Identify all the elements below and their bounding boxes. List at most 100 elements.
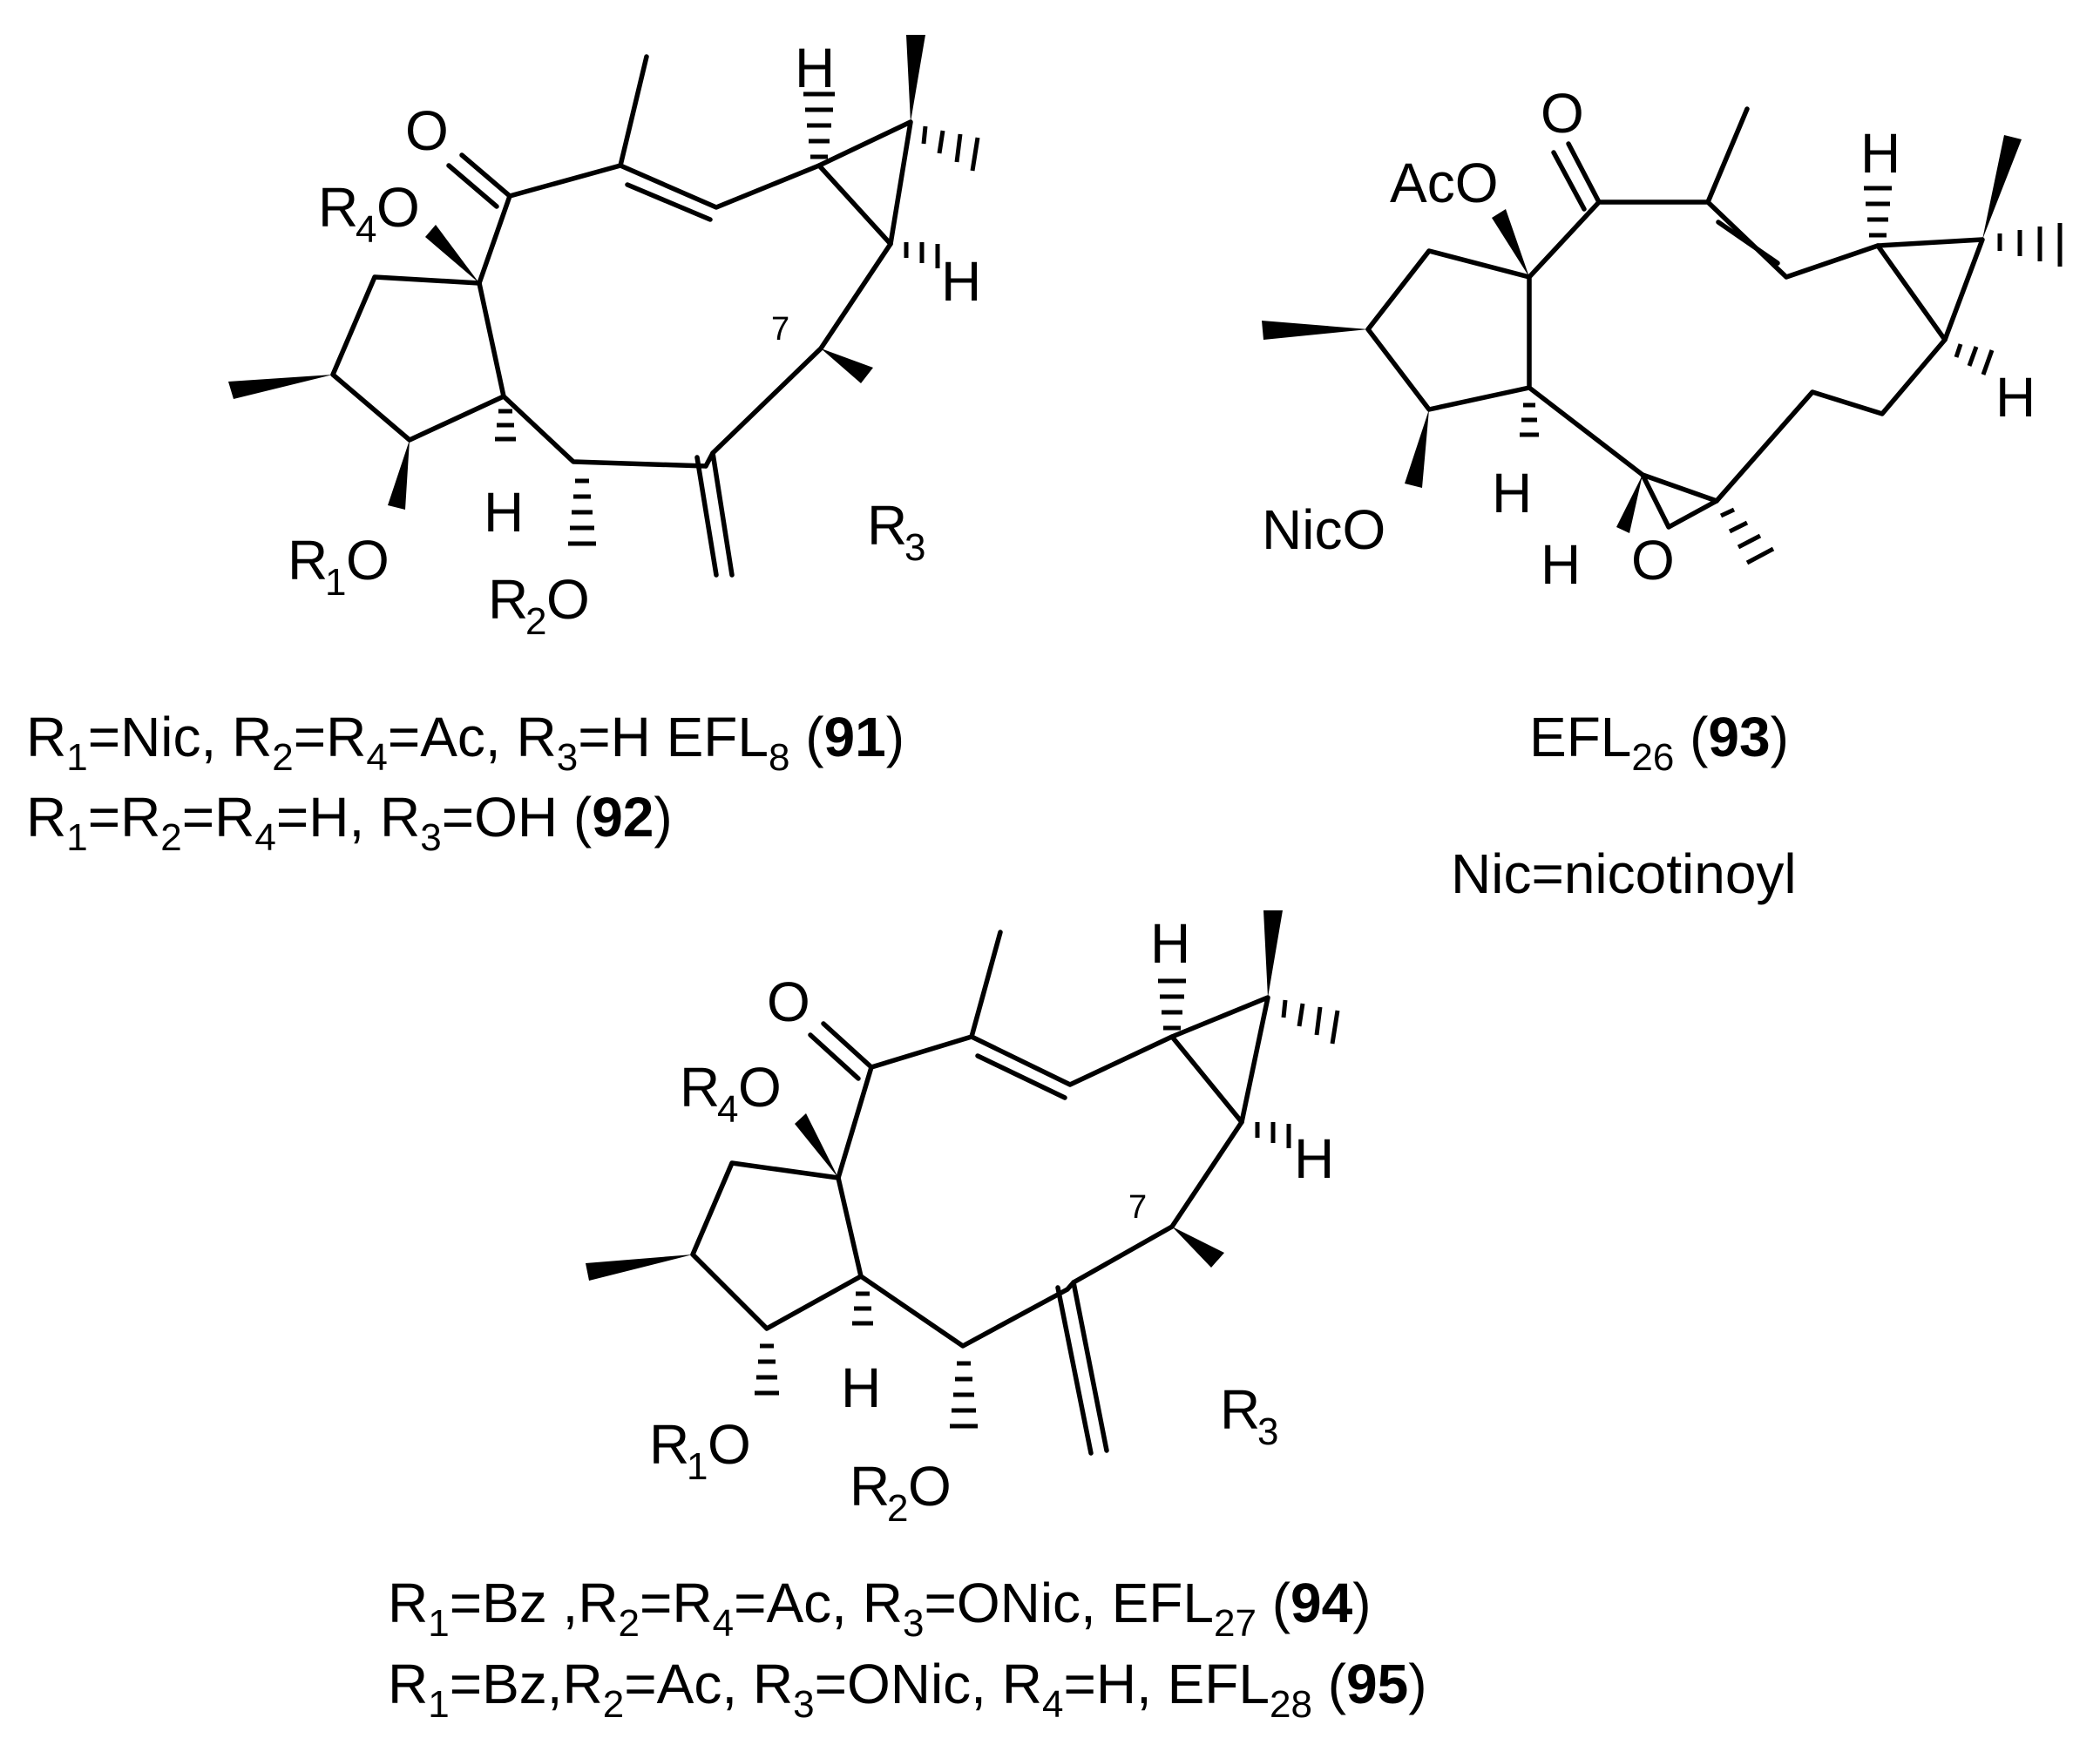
label-r2-o-94: O <box>908 1455 952 1518</box>
bond-methyl-93 <box>1705 106 1750 205</box>
label-r4-sub-94: 4 <box>717 1088 738 1131</box>
wedge-r3 <box>821 348 873 383</box>
bond-methylene-1 <box>710 450 735 578</box>
wedge-aco-93 <box>1492 209 1529 277</box>
label-h-right-94: H <box>1294 1127 1334 1190</box>
label-r4-o: O <box>376 176 420 239</box>
bond-co-1 <box>459 152 512 199</box>
hash-r1o-94 <box>755 1343 779 1396</box>
bond-skeleton-a-94 <box>836 1034 1244 1292</box>
label-carbonyl-o: O <box>405 99 449 162</box>
label-h-top-93: H <box>1860 122 1900 185</box>
cyclopentane-94 <box>690 1160 864 1331</box>
wedge-methyl-93 <box>1262 321 1368 340</box>
bond-co-2 <box>446 163 499 209</box>
label-h-ring: H <box>484 481 524 544</box>
bond-methylene-94-2 <box>1055 1285 1094 1456</box>
structure-94-95: O R 4 O R 1 O H R 2 O R 3 H H 7 <box>586 910 1340 1530</box>
caption-93: EFL26 (93) <box>1529 706 1789 779</box>
hash-h-ring-93 <box>1520 402 1539 437</box>
hash-h-top <box>803 91 835 159</box>
bond-alkene-94 <box>975 1053 1067 1100</box>
nic-definition: Nic=nicotinoyl <box>1451 842 1797 905</box>
caption-93-group: EFL26 (93) Nic=nicotinoyl <box>1451 706 1797 905</box>
label-r2-o: O <box>546 568 590 631</box>
hash-cp-methyl <box>921 125 980 172</box>
label-r1: R <box>288 529 328 592</box>
cyclopentane-93 <box>1365 248 1532 412</box>
hash-r2o-94 <box>950 1361 978 1429</box>
label-aco-93: AcO <box>1390 152 1498 214</box>
bond-co-93-1 <box>1566 141 1602 205</box>
cyclopropane-94 <box>1169 995 1270 1125</box>
structure-91-92: O R 4 O R 1 O H R 2 O R 3 H H 7 <box>228 35 981 643</box>
hash-h-ring-94 <box>852 1291 873 1326</box>
bond-co-94-2 <box>808 1032 861 1081</box>
label-position-7-94: 7 <box>1128 1189 1147 1226</box>
label-h-ring-93: H <box>1492 462 1532 524</box>
hash-h-top-94 <box>1158 978 1186 1031</box>
hash-r2o <box>568 478 596 546</box>
label-r4-sub: 4 <box>356 208 376 251</box>
bond-alkene-93 <box>1716 220 1780 266</box>
label-r2-sub-94: 2 <box>887 1487 908 1530</box>
bond-co-94-1 <box>821 1021 874 1070</box>
label-r4: R <box>318 176 358 239</box>
hash-h-right <box>904 242 940 268</box>
label-r3-sub-94: 3 <box>1257 1410 1278 1453</box>
wedge-cp-methyl-94 <box>1263 910 1283 997</box>
bond-methyl-94 <box>969 930 1003 1039</box>
wedge-r4o <box>425 225 479 283</box>
epoxide-93 <box>1640 472 1719 530</box>
label-r3: R <box>867 494 907 557</box>
label-r1-sub: 1 <box>325 561 346 604</box>
caption-92: R1=R2=R4=H, R3=OH (92) <box>26 786 673 859</box>
wedge-cp-methyl <box>906 35 925 122</box>
cyclopentane-ring <box>330 274 506 443</box>
wedge-r4o-94 <box>795 1113 838 1178</box>
label-h-top-94: H <box>1150 912 1190 975</box>
label-h-right-93: H <box>1995 366 2036 429</box>
wedge-r1o <box>388 440 410 510</box>
bond-methylene-94-1 <box>1071 1280 1109 1453</box>
label-r3-sub: 3 <box>904 526 925 569</box>
wedge-methyl-94 <box>586 1254 693 1281</box>
label-epoxide-o-93: O <box>1631 529 1675 592</box>
hash-cp-methyl-93 <box>1997 223 2063 267</box>
label-nico-93: NicO <box>1262 498 1385 561</box>
wedge-nico-93 <box>1405 409 1429 488</box>
bond-methyl-alkene <box>618 54 649 168</box>
label-h-epoxide-93: H <box>1541 533 1581 596</box>
label-r2: R <box>488 568 528 631</box>
hash-h-right-94 <box>1255 1122 1291 1148</box>
label-r4-o-94: O <box>738 1056 782 1119</box>
label-r2-94: R <box>850 1455 890 1518</box>
wedge-h-epoxide-93 <box>1616 475 1643 533</box>
label-carbonyl-o-94: O <box>767 970 810 1033</box>
cyclopropane-93 <box>1875 237 1985 342</box>
label-h-top: H <box>795 37 835 99</box>
bond-co-93-2 <box>1551 150 1587 212</box>
hash-h-ring <box>495 409 516 442</box>
caption-91: R1=Nic, R2=R4=Ac, R3=H EFL8 (91) <box>26 706 904 779</box>
hash-h-right-93 <box>1954 343 1995 375</box>
label-r1-o: O <box>346 529 390 592</box>
hash-cp-methyl-94 <box>1281 999 1340 1045</box>
wedge-r3-94 <box>1172 1227 1224 1268</box>
bond-skeleton-b <box>477 281 708 469</box>
caption-94-95: R1=Bz ,R2=R4=Ac, R3=ONic, EFL27 (94) R1=… <box>388 1572 1427 1726</box>
label-r1-94: R <box>649 1413 689 1476</box>
bond-skeleton-b-94 <box>836 1175 1070 1349</box>
label-r1-sub-94: 1 <box>687 1445 708 1488</box>
caption-91-92: R1=Nic, R2=R4=Ac, R3=H EFL8 (91) R1=R2=R… <box>26 706 904 859</box>
label-h-right: H <box>941 250 981 313</box>
label-r2-sub: 2 <box>525 600 546 643</box>
label-r4-94: R <box>680 1056 720 1119</box>
hash-h-top-93 <box>1864 186 1892 238</box>
bond-methylene-2 <box>694 455 719 578</box>
label-r3-94: R <box>1220 1378 1260 1441</box>
wedge-methyl <box>228 375 333 399</box>
wedge-cp-methyl-93 <box>1982 135 2022 240</box>
